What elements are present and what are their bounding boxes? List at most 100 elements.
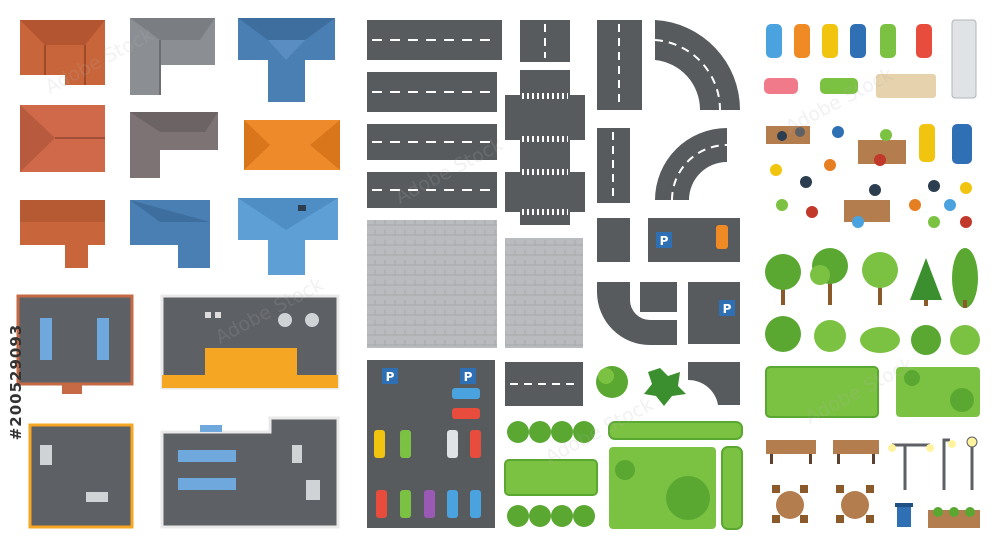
house-roof-icon: [130, 112, 218, 178]
car-icon: [952, 124, 972, 164]
car-icon: [880, 24, 896, 58]
car-icon: [374, 430, 385, 458]
bush-icon: [596, 366, 628, 398]
road-tile-icon: [367, 124, 497, 160]
person-icon: [852, 216, 864, 228]
road-tile-icon: [367, 72, 497, 112]
bench-icon: [844, 200, 890, 222]
tree-icon: [862, 252, 898, 305]
person-icon: [880, 129, 892, 141]
road-tile-icon: [367, 20, 502, 60]
trees: [765, 248, 978, 308]
curve-road-icon: [655, 128, 728, 201]
road-tile-icon: [597, 218, 630, 262]
lawn-icon: [721, 446, 743, 530]
person-icon: [874, 154, 886, 166]
car-icon: [376, 490, 387, 518]
person-icon: [776, 199, 788, 211]
truck-icon: [876, 74, 936, 98]
road-tile-icon: [505, 362, 583, 406]
house-roof-icon: [130, 200, 210, 268]
crossroad-icon: [505, 155, 585, 225]
car-icon: [400, 430, 411, 458]
person-icon: [770, 164, 782, 176]
curve-road-icon: [688, 362, 740, 405]
house-roofs: [20, 18, 340, 275]
car-icon: [452, 408, 480, 419]
parking-lot-icon: P P: [367, 360, 495, 528]
parking-sign-label: P: [386, 370, 395, 384]
house-roof-icon: [130, 18, 215, 95]
street-lamp-icon: [942, 438, 956, 490]
truck-icon: [951, 19, 977, 99]
road-tiles: P P: [367, 20, 741, 406]
bush-icon: [765, 316, 801, 352]
parking-sign-label: P: [660, 234, 669, 248]
bush-icon: [860, 327, 900, 353]
car-icon: [820, 78, 858, 94]
car-icon: [794, 24, 810, 58]
car-icon: [470, 490, 481, 518]
car-icon: [447, 490, 458, 518]
car-icon: [850, 24, 866, 58]
road-tile-icon: [367, 172, 497, 208]
road-tile-icon: [520, 20, 570, 62]
person-icon: [928, 216, 940, 228]
person-icon: [909, 199, 921, 211]
house-roof-icon: [238, 198, 338, 275]
lawn-icon: [896, 367, 980, 417]
stock-id-label: #200529093: [4, 285, 28, 485]
bench-icon: [766, 440, 816, 464]
tree-icon: [810, 248, 848, 305]
cafe-table-icon: [772, 485, 808, 523]
building-roofs: [16, 294, 340, 529]
pavement-tile-icon: [505, 238, 583, 348]
building-roof-icon: [28, 423, 134, 529]
person-icon: [944, 199, 956, 211]
house-roof-icon: [20, 20, 105, 85]
person-icon: [960, 216, 972, 228]
lawn-icon: [609, 447, 716, 529]
trash-bin-icon: [895, 503, 913, 527]
bush-icon: [814, 320, 846, 352]
person-icon: [928, 180, 940, 192]
parking-sign-label: P: [464, 370, 473, 384]
hedge-row: [507, 421, 595, 443]
person-icon: [795, 127, 805, 137]
curve-road-icon: [654, 20, 741, 111]
curve-road-icon: [597, 282, 677, 345]
house-roof-icon: [244, 120, 340, 170]
person-icon: [832, 126, 844, 138]
car-icon: [424, 490, 435, 518]
parking-sign-label: P: [723, 302, 732, 316]
building-roof-icon: [160, 294, 340, 390]
road-tile-icon: [597, 20, 642, 110]
person-icon: [960, 182, 972, 194]
person-icon: [806, 206, 818, 218]
car-icon: [452, 388, 480, 399]
street-lamp-icon: [888, 443, 934, 490]
car-icon: [916, 24, 932, 58]
road-tile-icon: [597, 128, 630, 203]
car-icon: [822, 24, 838, 58]
house-roof-icon: [20, 200, 105, 268]
person-icon: [800, 176, 812, 188]
greenery: [504, 366, 743, 530]
car-icon: [919, 124, 935, 162]
bush-icon: [911, 325, 941, 355]
hedge-row: [507, 505, 595, 527]
pavement-tile-icon: [367, 220, 497, 348]
person-icon: [777, 131, 787, 141]
benches-and-people: [766, 124, 972, 228]
cafe-table-icon: [836, 485, 874, 523]
bush-icon: [644, 368, 686, 406]
house-roof-icon: [20, 105, 105, 172]
bench-icon: [833, 440, 879, 464]
tree-icon: [952, 248, 978, 308]
car-icon: [764, 78, 798, 94]
flower-bed-icon: [928, 507, 980, 528]
lawn-icon: [765, 366, 879, 418]
crossroad-icon: [505, 70, 585, 155]
parking-lot-icon: P: [688, 282, 740, 344]
